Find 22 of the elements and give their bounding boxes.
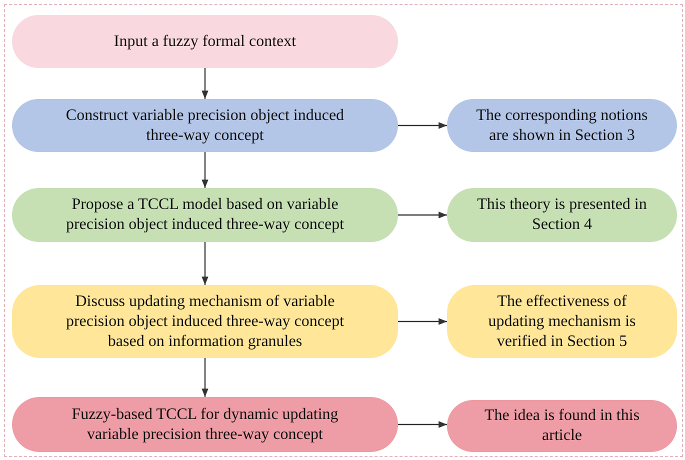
process-box [12,285,398,358]
box-text: Fuzzy-based TCCL for dynamic updating variable precision three-way concept [70,404,340,444]
arrow [202,68,208,99]
box-text: The idea is found in this article [483,406,641,446]
process-box [447,188,677,242]
box-text: Propose a TCCL model based on variable precision object induced three-way concept [64,195,346,235]
arrow [202,358,208,397]
box-text: The corresponding notions are shown in Section 3 [475,106,649,146]
process-box [447,400,677,452]
box-text: Discuss updating mechanism of variable precision object induced three-way concept based on information granules [64,292,346,352]
process-box [447,285,677,358]
arrow [398,122,447,129]
arrow [202,242,208,285]
box-text: Construct variable precision object induced three-way concept [64,106,346,146]
arrow [398,212,447,218]
process-box [12,188,398,242]
box-text: This theory is presented in Section 4 [476,195,648,235]
box-text: The effectiveness of updating mechanism is verified in Section 5 [487,292,637,352]
arrow [398,318,447,325]
arrow [398,421,447,428]
box-text: Input a fuzzy formal context [114,32,296,52]
arrow [202,152,208,188]
